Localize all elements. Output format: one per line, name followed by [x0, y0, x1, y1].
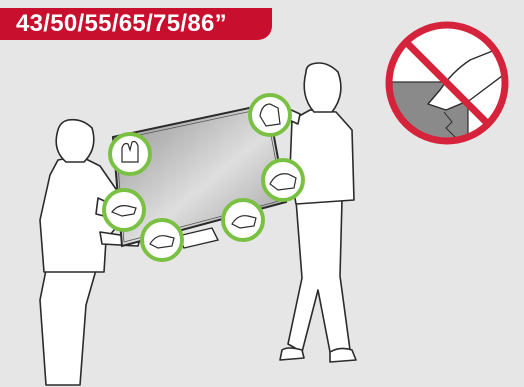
hold-marker-bottom-right — [223, 200, 263, 240]
hold-marker-bottom-left — [142, 220, 182, 260]
hold-marker-upper-right — [250, 95, 290, 135]
hold-marker-mid-right — [263, 160, 303, 200]
hold-marker-upper-left — [110, 134, 150, 174]
prohibited-sign-icon — [389, 25, 510, 152]
hold-marker-mid-left — [104, 190, 144, 230]
